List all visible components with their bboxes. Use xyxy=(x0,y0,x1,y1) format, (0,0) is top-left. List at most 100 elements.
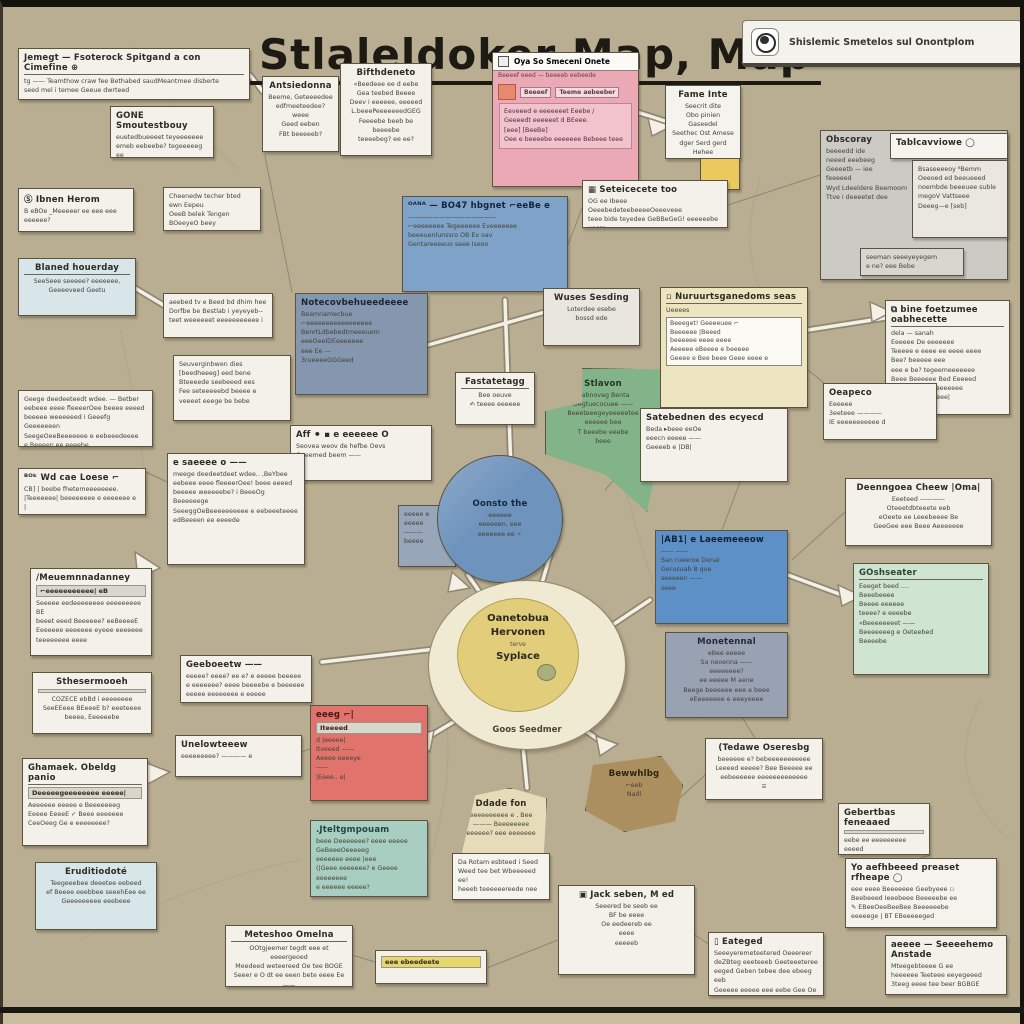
pink-chip-2[interactable]: Teeme aebeeber xyxy=(555,86,620,98)
note-da-rotam[interactable]: Da Rotam esbteed i Seed Weed tee bet Wbe… xyxy=(452,853,550,900)
note-oeapeco[interactable]: Oeapeco Eeeeee 3eeteee ———— IE eeeeeeeee… xyxy=(823,383,937,440)
note-body: Eeeteed ———— Oteeetdbteeete eeb eOeete e… xyxy=(873,496,964,531)
pink-chips: Beeeef Teeme aebeeber xyxy=(493,80,638,100)
note-bifthdeneto[interactable]: Bifthdeneto «Beedeee ee d eebe Gea teebe… xyxy=(340,63,432,156)
note-title: Ⓢ Ibnen Herom xyxy=(24,195,100,205)
note-title: eeeg ⌐| xyxy=(316,710,354,720)
note-title: |AB1| e Laeemeeeow xyxy=(661,535,764,545)
note-meuemnna[interactable]: /Meuemnnadanney ⌐eeeeeeeeeee| eB Seeeee … xyxy=(30,568,152,656)
board-bottom-border xyxy=(0,1007,1024,1013)
board-bottom-strip xyxy=(0,1013,1024,1024)
note-jack[interactable]: ▣ Jack seben, M ed Seeered be seeb ee BF… xyxy=(558,885,695,975)
note-body: «Beedeee ee d eebe Gea teebed Beeee Deev… xyxy=(349,81,423,143)
note-red-box[interactable]: eeeg ⌐| Iteeeed d |eeeee| Itveeed —— Aee… xyxy=(310,705,428,801)
note-eateged[interactable]: ▯ Eateged Seeeyeremeteetered Oeeereer de… xyxy=(708,932,824,996)
note-blaned[interactable]: Blaned houerday SeeSeee seeeee? eeeeeee,… xyxy=(18,258,136,316)
note-ghamaek[interactable]: Ghamaek. Obeldg panio Deeeeegeeeeeeee ee… xyxy=(22,758,148,846)
note-body: ⌐eeb Nadl xyxy=(625,782,643,799)
pink-header: Oya So Smeceni Onete xyxy=(493,53,638,71)
note-fsoterock[interactable]: Jemegt — Fsoterock Spitgand a con Cimefi… xyxy=(18,48,250,100)
note-monetennal[interactable]: Monetennal eBee eeeee Sa neoenna —— eeee… xyxy=(665,632,788,718)
note-title: aeeee — Seeeehemo Anstade xyxy=(891,940,994,960)
note-brown[interactable]: Bewwhlbg ⌐eeb Nadl xyxy=(585,756,683,832)
note-aff[interactable]: Aff ⚫ ▪ e eeeeee O Seovea weov de hefbe … xyxy=(290,425,432,481)
note-seeeehemo[interactable]: aeeee — Seeeehemo Anstade Mteegebteeee G… xyxy=(885,935,1007,995)
note-yellow-big[interactable]: ▫ Nuruurtsganedoms seas Ueeees Beeeget! … xyxy=(660,287,808,408)
note-title: Eruditiodoté xyxy=(64,867,128,877)
note-smoutestbouy[interactable]: GONE Smoutestbouy euetedbueeeet teyeeeee… xyxy=(110,106,214,158)
note-satebednen[interactable]: Satebednen des ecyecd Beda ▸beee eeOe ee… xyxy=(640,408,788,482)
note-body: eeeeeeeee? ———— e xyxy=(181,753,253,760)
note-title: Notecovbehueedeeee xyxy=(301,298,409,308)
note-title: .Jteltgmpouam xyxy=(316,825,390,835)
central-hub[interactable]: Oanetobua Hervonen terve Syplace Goos Se… xyxy=(428,580,626,750)
note-strip: eee ebeedeete xyxy=(381,956,481,968)
note-body: CB] | beebe fhetemeeeeeeee. |Teeeeeee| b… xyxy=(24,486,136,512)
note-gebertbas[interactable]: Gebertbas feneaaed eebe ee eeeeeeeee eee… xyxy=(838,803,930,855)
note-body: eeeee? eeee? ee e? e eeeee beeeee e eeee… xyxy=(186,673,305,699)
note-title: Antsiedonna xyxy=(269,81,332,91)
note-meteshoo[interactable]: Meteshoo Omelna OOtgjeemer tegdt eee et … xyxy=(225,925,353,987)
note-body: eeeeee eeeeeen, eee eeeeeee ee ⚬ xyxy=(477,512,523,538)
note-aeahed[interactable]: aeebed tv e Beed bd dhim hee Dorfbe be B… xyxy=(163,293,273,338)
note-yellow-strip[interactable]: eee ebeedeete xyxy=(375,950,487,984)
note-slate[interactable]: Notecovbehueedeeee Beamnamecbue ⌐eeeeeee… xyxy=(295,293,428,395)
note-title: Oeapeco xyxy=(829,388,872,398)
hub-line-3: terve xyxy=(510,641,526,648)
note-body: Aeeeeee eeeee e Beeeeeeeg Eeeee EeeeE ✓ … xyxy=(28,802,124,828)
note-gestoeeny[interactable]: Geeboeetw —— eeeee? eeee? ee e? e eeeee … xyxy=(180,655,312,703)
note-gosh[interactable]: GOshseater Eeeget beed .... Beeebeeee Be… xyxy=(853,563,989,675)
note-blue-top[interactable]: ᴼᴬᴺᴬ — BO47 hbgnet ⌐eeBe e —————————————… xyxy=(402,196,568,292)
note-body: Teegeeebee deeetee eebeed ef Beeee eeebb… xyxy=(46,880,146,906)
note-wd-cae[interactable]: ᴮᴼᵏ Wd cae Loese ⌐ CB] | beebe fhetemeee… xyxy=(18,468,146,515)
note-pink-cluster[interactable]: Oya So Smeceni Onete Beeeef eeed — beeee… xyxy=(492,52,639,187)
note-title: GOshseater xyxy=(859,568,983,580)
note-cheened[interactable]: Cheenedw techer bted ewn Eepeu OeeB bele… xyxy=(163,187,261,231)
hub-line-4: Syplace xyxy=(496,651,540,662)
pink-chip-1[interactable]: Beeeef xyxy=(520,86,552,98)
note-deenngoea[interactable]: Deenngoea Cheew |Oma| Eeeteed ———— Oteee… xyxy=(845,478,992,546)
note-eruditiodote[interactable]: Eruditiodoté Teegeeebee deeetee eebeed e… xyxy=(35,862,157,930)
note-ibnen-herom[interactable]: Ⓢ Ibnen Herom B eBOe _Meeeeer ee eee eee… xyxy=(18,188,134,232)
hub-green-dot xyxy=(537,664,556,681)
note-seteicecete[interactable]: ▦ Seteicecete too OG ee Ibeee Oeeebedete… xyxy=(582,180,728,228)
note-seuvergin[interactable]: Seuverginbwen dies [beedheeeg] eed bene … xyxy=(173,355,291,421)
note-title: Unelowteeew xyxy=(181,740,248,750)
note-body: Ueeees xyxy=(666,307,690,314)
note-unelowteeew[interactable]: Unelowteeew eeeeeeeee? ———— e xyxy=(175,735,302,777)
note-body: eeeee e eeeee ——— beeee xyxy=(404,511,430,546)
note-tall-left[interactable]: e saeeee o —— meege deedeetdeet wdee.. ,… xyxy=(167,453,305,565)
note-wuses[interactable]: Wuses Sesding Loterdee esebe bossd ede xyxy=(543,288,640,346)
note-body: Beda ▸beee eeOe eeecn eeeee —— Geeeeb e … xyxy=(646,426,702,452)
legend-box[interactable]: Shislemic Smetelos sul Onontplom xyxy=(742,20,1022,67)
note-body: beee Deeeeeee? eeee eeeee GeBeeeOeeeeeg … xyxy=(316,838,408,891)
note-antsiedonna[interactable]: Antsiedonna Beeme, Geteeeedee edfmeeteed… xyxy=(262,76,339,152)
note-fame-inte[interactable]: Fame Inte Seecrit dite Obo pinien Gaseed… xyxy=(665,85,741,159)
note-body: Seuverginbwen dies [beedheeeg] eed bene … xyxy=(179,361,257,405)
note-title: GONE Smoutestbouy xyxy=(116,111,188,131)
hub-line-2: Hervonen xyxy=(490,627,546,638)
note-teal-box[interactable]: .Jteltgmpouam beee Deeeeeee? eeee eeeee … xyxy=(310,820,428,897)
note-yo-aef[interactable]: Yo aefhbeeed preaset rfheape ◯ eee eeee … xyxy=(845,858,997,928)
note-title: ▦ Seteicecete too xyxy=(588,185,678,195)
note-title: ▯ Eateged xyxy=(714,937,763,947)
note-strip xyxy=(38,689,146,693)
note-strip xyxy=(844,830,924,834)
note-sthesermooeh[interactable]: Sthesermooeh COZECE ebBd i eeeeeeee SeeE… xyxy=(32,672,152,734)
note-title: Fastatetagg xyxy=(461,377,529,389)
note-tr-inner[interactable]: Bsaseeeeoy ᴮBemm Oeeoed ed beeueeed noem… xyxy=(912,160,1008,238)
note-title: ᴼᴬᴺᴬ — BO47 hbgnet ⌐eeBe e xyxy=(408,201,551,211)
note-blue-circle[interactable]: Oonsto the eeeeee eeeeeen, eee eeeeeee e… xyxy=(437,455,563,583)
note-atver[interactable]: Geege deedeeteedt wdee. — Betber eebeee … xyxy=(18,390,153,447)
hub-line-1: Oanetobua xyxy=(487,613,549,624)
note-title: ⧉ bine foetzumee oabhecette xyxy=(891,305,1004,327)
note-fastatetagg[interactable]: Fastatetagg Bee oeuve ✍ teeee eeeeee xyxy=(455,372,535,425)
note-tedawe[interactable]: (Tedawe Oseresbg beeeeee e? bebeeeeeeeee… xyxy=(705,738,823,800)
note-title: Fame Inte xyxy=(678,90,728,100)
note-tr-lower[interactable]: seeman seeeyeyegem e ne? eee Bebe xyxy=(860,248,964,276)
note-body: Beamnamecbue ⌐eeeeeeeeeeeeeeeee BenrtLdb… xyxy=(301,311,380,364)
note-body: Bsaseeeeoy ᴮBemm Oeeoed ed beeueeed noem… xyxy=(918,166,996,210)
note-blue-right[interactable]: |AB1| e Laeemeeeow —— —— San rueeroe Den… xyxy=(655,530,788,624)
note-tr-white[interactable]: Tablcavviowe ◯ xyxy=(890,133,1008,159)
